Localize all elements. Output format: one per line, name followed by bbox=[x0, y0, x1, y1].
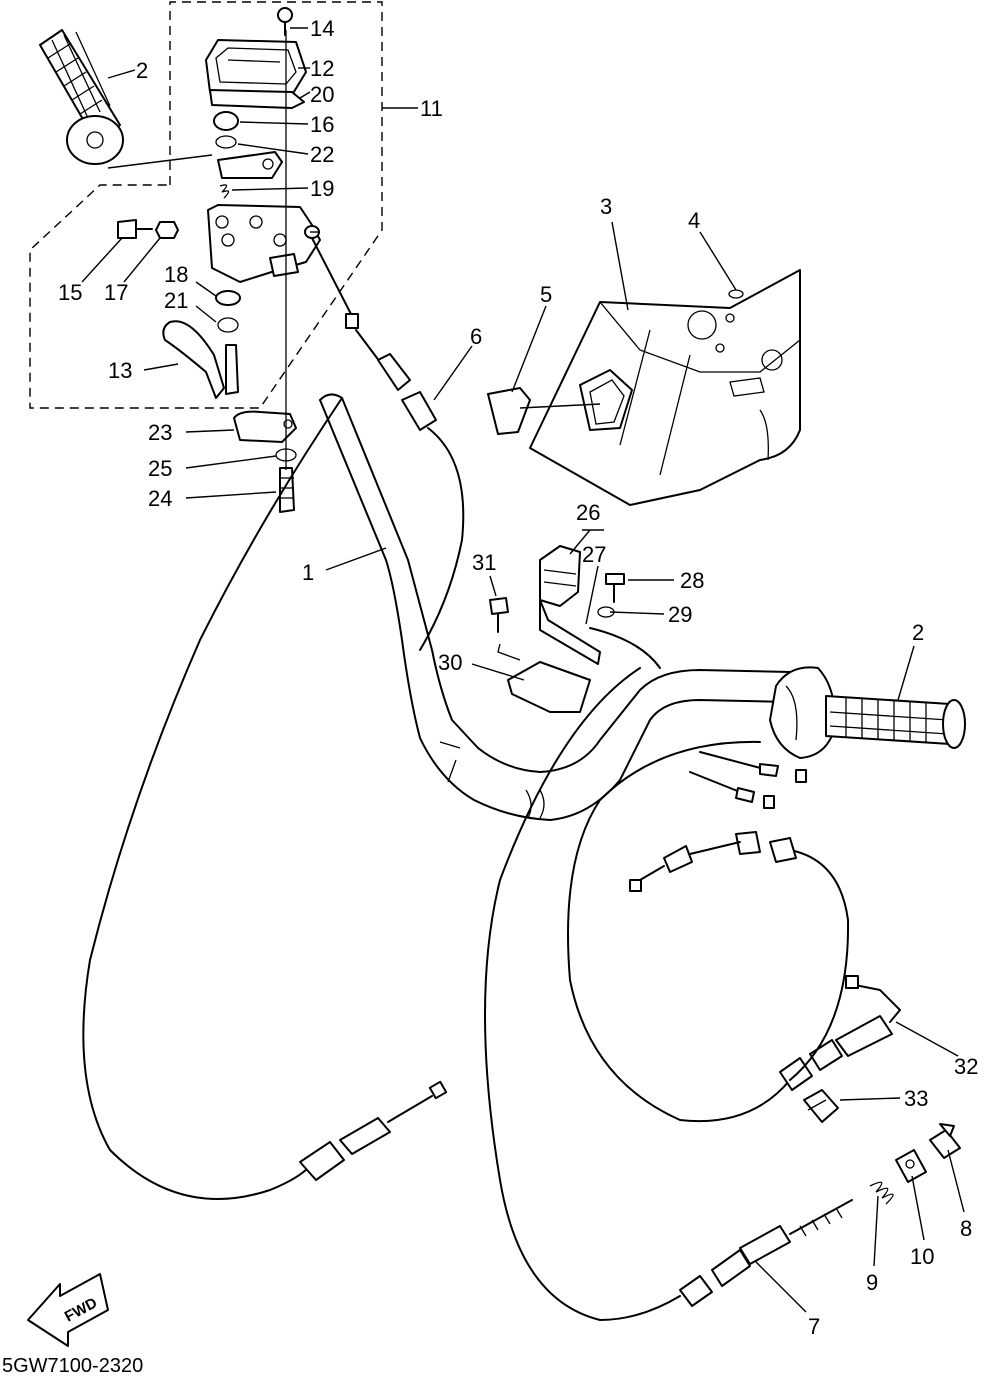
switch-bolt-31 bbox=[489, 597, 509, 633]
locknut bbox=[155, 221, 179, 239]
washer-21 bbox=[217, 317, 239, 333]
cable-ends-right bbox=[689, 751, 807, 809]
callout-20: 20 bbox=[310, 82, 334, 107]
reservoir-cap bbox=[205, 39, 307, 96]
rear-brake-cable-loop bbox=[484, 667, 681, 1321]
callout-8: 8 bbox=[960, 1216, 972, 1241]
callout-3: 3 bbox=[600, 194, 612, 219]
callout-32: 32 bbox=[954, 1054, 978, 1079]
holder-clamp bbox=[233, 410, 297, 443]
handlebar bbox=[319, 393, 791, 821]
callout-2-right: 2 bbox=[912, 620, 924, 645]
callout-6: 6 bbox=[470, 324, 482, 349]
wing-nut-8 bbox=[929, 1123, 961, 1159]
callout-11: 11 bbox=[420, 96, 443, 121]
callout-4: 4 bbox=[688, 208, 700, 233]
callout-27: 27 bbox=[582, 542, 606, 567]
throttle-cable-loop bbox=[567, 740, 791, 1123]
callout-29: 29 bbox=[668, 602, 692, 627]
adjuster-nut-10 bbox=[895, 1149, 927, 1183]
callout-5: 5 bbox=[540, 282, 552, 307]
callout-14: 14 bbox=[310, 16, 334, 41]
bracket-plate bbox=[217, 151, 283, 179]
callout-28: 28 bbox=[680, 568, 704, 593]
washer-18 bbox=[215, 290, 241, 306]
callout-9: 9 bbox=[866, 1270, 878, 1295]
right-throttle-housing bbox=[769, 666, 836, 759]
callout-30: 30 bbox=[438, 650, 462, 675]
starter-cable bbox=[311, 237, 465, 651]
switch-screw-28 bbox=[605, 573, 625, 603]
kill-switch bbox=[539, 545, 601, 665]
callout-24: 24 bbox=[148, 486, 172, 511]
spring-9 bbox=[869, 1181, 894, 1205]
callout-2-left: 2 bbox=[136, 58, 148, 83]
master-cylinder-body bbox=[207, 204, 321, 283]
fwd-arrow: FWD bbox=[27, 1273, 109, 1347]
callout-33: 33 bbox=[904, 1086, 928, 1111]
right-grip bbox=[825, 695, 966, 749]
rear-brake-cable-end bbox=[679, 1199, 853, 1307]
callout-25: 25 bbox=[148, 456, 172, 481]
diaphragm-plate bbox=[209, 89, 305, 109]
handlebar-cover bbox=[529, 269, 801, 506]
callout-31: 31 bbox=[472, 550, 496, 575]
lever-pivot-bolt bbox=[117, 219, 153, 239]
switch-cable bbox=[589, 627, 661, 669]
callout-26: 26 bbox=[576, 500, 600, 525]
float-ring bbox=[213, 111, 239, 131]
indicator-lens bbox=[487, 387, 531, 435]
cap-screw bbox=[277, 7, 293, 36]
callout-23: 23 bbox=[148, 420, 172, 445]
callout-17: 17 bbox=[104, 280, 128, 305]
callout-15: 15 bbox=[58, 280, 82, 305]
master-cylinder-assembly-boundary bbox=[29, 1, 383, 409]
switch-bracket-30 bbox=[497, 643, 591, 713]
callout-22: 22 bbox=[310, 142, 334, 167]
callout-10: 10 bbox=[910, 1244, 934, 1269]
throttle-cable-upper bbox=[789, 849, 850, 1081]
drawing-code: 5GW7100-2320 bbox=[2, 1355, 143, 1377]
leader-lines bbox=[81, 27, 965, 1313]
grommet bbox=[728, 289, 744, 299]
callout-21: 21 bbox=[164, 288, 188, 313]
cable-clip-33 bbox=[803, 1089, 839, 1123]
callout-7: 7 bbox=[808, 1314, 820, 1339]
callout-18: 18 bbox=[164, 262, 188, 287]
small-spring bbox=[219, 184, 230, 199]
left-brake-cable-loop bbox=[82, 397, 343, 1200]
cable-fittings-upper bbox=[629, 831, 797, 892]
callout-1: 1 bbox=[302, 560, 314, 585]
washer-22 bbox=[215, 135, 237, 149]
callout-12: 12 bbox=[310, 56, 334, 81]
callout-19: 19 bbox=[310, 176, 334, 201]
left-cable-adjuster bbox=[299, 1080, 448, 1181]
callout-13: 13 bbox=[108, 358, 132, 383]
callout-16: 16 bbox=[310, 112, 334, 137]
left-grip bbox=[39, 29, 213, 169]
brake-lever bbox=[162, 320, 239, 399]
callout-labels: 2 14 12 20 11 16 22 19 15 17 18 21 13 23… bbox=[58, 16, 978, 1339]
